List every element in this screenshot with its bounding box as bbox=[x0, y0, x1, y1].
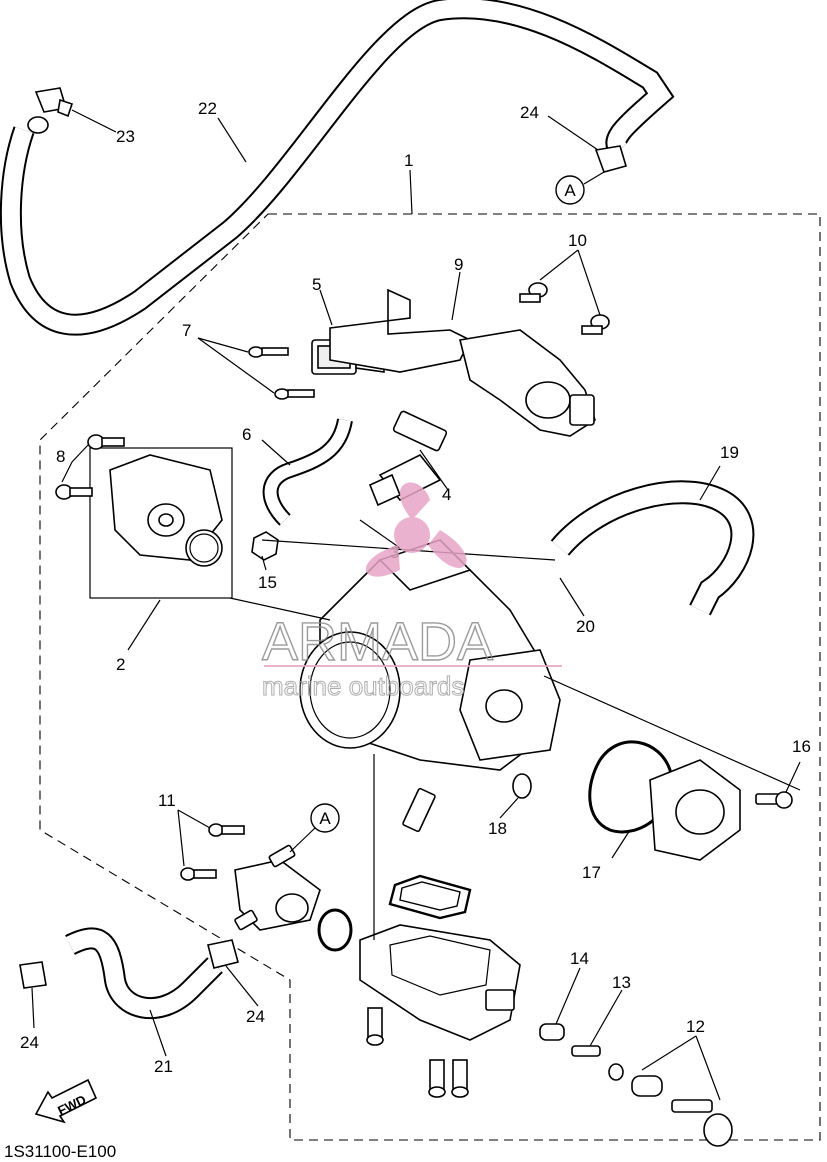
label-22: 22 bbox=[198, 99, 217, 118]
label-4: 4 bbox=[442, 485, 451, 504]
screws-10 bbox=[519, 282, 610, 335]
clip-24-bottom bbox=[207, 939, 239, 969]
clip-24-left bbox=[19, 961, 47, 989]
diagram-code: 1S31100-E100 bbox=[4, 1142, 116, 1161]
label-19: 19 bbox=[720, 443, 739, 462]
screws-7 bbox=[248, 346, 315, 400]
throttle-position-sensor-2 bbox=[89, 447, 233, 599]
o-ring-fitting bbox=[317, 908, 353, 952]
bracket-9 bbox=[329, 288, 472, 373]
label-24-bottom: 24 bbox=[246, 1007, 265, 1026]
label-17: 17 bbox=[582, 863, 601, 882]
watermark-brand: ARMADA bbox=[262, 612, 493, 672]
hose-fitting bbox=[234, 844, 321, 931]
label-12: 12 bbox=[686, 1017, 705, 1036]
label-16: 16 bbox=[792, 737, 811, 756]
hose-21 bbox=[65, 927, 223, 1019]
hose-6 bbox=[262, 418, 353, 526]
hose-22 bbox=[0, 0, 675, 336]
label-18: 18 bbox=[488, 819, 507, 838]
collar-18 bbox=[512, 773, 532, 799]
label-1: 1 bbox=[404, 151, 413, 170]
part-labels: 1 2 3 4 5 6 7 8 9 10 11 12 13 14 15 16 1… bbox=[20, 99, 811, 1076]
plunger-13 bbox=[571, 1045, 601, 1057]
screw-16 bbox=[755, 791, 793, 809]
label-14: 14 bbox=[570, 949, 589, 968]
label-5: 5 bbox=[312, 275, 321, 294]
assembly-boundary bbox=[39, 213, 821, 1141]
fwd-arrow: FWD bbox=[34, 1078, 98, 1124]
label-8: 8 bbox=[56, 447, 65, 466]
label-21: 21 bbox=[154, 1057, 173, 1076]
screws-11 bbox=[180, 823, 245, 881]
label-9: 9 bbox=[454, 255, 463, 274]
watermark: ARMADA marine outboards bbox=[261, 482, 562, 702]
bolts-lower bbox=[366, 1007, 469, 1098]
idle-valve bbox=[459, 329, 596, 437]
gasket bbox=[388, 874, 472, 920]
watermark-tagline: marine outboards bbox=[262, 671, 464, 701]
screws-8 bbox=[55, 434, 125, 500]
label-13: 13 bbox=[612, 973, 631, 992]
label-15: 15 bbox=[258, 573, 277, 592]
svg-text:A: A bbox=[319, 809, 331, 828]
watermark-logo bbox=[365, 482, 467, 577]
label-10: 10 bbox=[568, 231, 587, 250]
parts-12 bbox=[608, 1063, 733, 1147]
label-24-top: 24 bbox=[520, 103, 539, 122]
label-23: 23 bbox=[116, 127, 135, 146]
lower-housing bbox=[359, 924, 521, 1041]
label-2: 2 bbox=[116, 655, 125, 674]
clip-23 bbox=[34, 87, 74, 118]
spring-14 bbox=[539, 1023, 565, 1041]
label-20: 20 bbox=[576, 617, 595, 636]
label-6: 6 bbox=[242, 425, 251, 444]
label-24-left: 24 bbox=[20, 1033, 39, 1052]
clip-24-top bbox=[594, 145, 628, 173]
cover-16 bbox=[649, 759, 741, 861]
hose-19 bbox=[550, 480, 755, 616]
svg-text:A: A bbox=[564, 181, 576, 200]
nut-15 bbox=[251, 531, 279, 561]
bolt-throttle bbox=[402, 787, 436, 833]
ref-a-top: A bbox=[555, 171, 605, 205]
label-7: 7 bbox=[182, 321, 191, 340]
label-11: 11 bbox=[158, 791, 176, 810]
ref-a-bottom: A bbox=[289, 803, 340, 853]
